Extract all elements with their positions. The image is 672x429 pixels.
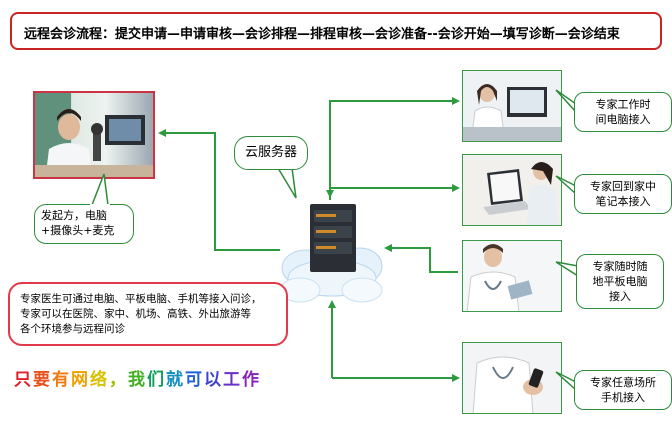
expert-at-laptop-illustration xyxy=(483,162,559,225)
slogan-char: ， xyxy=(109,370,128,390)
slogan-char: 工 xyxy=(223,370,242,390)
expert-photo-tablet xyxy=(462,240,562,312)
initiator-line-1: 发起方，电脑 xyxy=(41,209,107,222)
expert-info-line-3: 各个环境参与远程问诊 xyxy=(20,323,125,335)
arrow-expert-3 xyxy=(384,244,458,273)
expert-info-box: 专家医生可通过电脑、平板电脑、手机等接入问诊， 专家可以在医院、家中、机场、高铁… xyxy=(8,282,288,346)
expert-label-desktop: 专家工作时 间电脑接入 xyxy=(574,92,672,132)
doctor-at-camera-illustration xyxy=(35,93,153,177)
slogan-char: 有 xyxy=(52,370,71,390)
expert-photo-phone xyxy=(462,342,562,414)
expert-4-line-1: 专家任意场所 xyxy=(590,376,656,389)
slogan-char: 只 xyxy=(14,370,33,390)
cloud-server-label: 云服务器 xyxy=(234,136,308,170)
slogan-char: 作 xyxy=(242,370,261,390)
expert-label-laptop: 专家回到家中 笔记本接入 xyxy=(574,174,672,214)
arrow-initiator xyxy=(158,129,280,251)
expert-4-line-2: 手机接入 xyxy=(601,391,645,404)
slogan-char: 要 xyxy=(33,370,52,390)
expert-1-line-2: 间电脑接入 xyxy=(595,113,651,126)
initiator-callout: 发起方，电脑 +摄像头+麦克 xyxy=(34,204,134,244)
slogan: 只要有网络，我们就可以工作 xyxy=(14,365,261,390)
expert-with-phone-illustration xyxy=(472,356,544,413)
slogan-char: 们 xyxy=(147,370,166,390)
expert-photo-laptop xyxy=(462,154,562,226)
expert-3-line-3: 接入 xyxy=(609,290,631,303)
expert-1-line-1: 专家工作时 xyxy=(595,98,651,111)
page-title: 远程会诊流程：提交申请—申请审核—会诊排程—排程审核—会诊准备--会诊开始—填写… xyxy=(24,27,620,42)
slogan-char: 我 xyxy=(128,370,147,390)
expert-2-line-2: 笔记本接入 xyxy=(595,195,651,208)
slogan-char: 可 xyxy=(185,370,204,390)
slogan-char: 络 xyxy=(90,370,109,390)
expert-info-line-1: 专家医生可通过电脑、平板电脑、手机等接入问诊， xyxy=(20,293,262,305)
expert-info-line-2: 专家可以在医院、家中、机场、高铁、外出旅游等 xyxy=(20,308,251,320)
expert-label-phone: 专家任意场所 手机接入 xyxy=(574,370,672,410)
slogan-char: 网 xyxy=(71,370,90,390)
expert-with-tablet-illustration xyxy=(466,244,533,311)
slogan-char: 以 xyxy=(204,370,223,390)
expert-3-line-2: 地平板电脑 xyxy=(592,275,648,288)
initiator-photo xyxy=(33,91,155,179)
expert-photo-desktop xyxy=(462,70,562,142)
expert-2-line-1: 专家回到家中 xyxy=(590,180,656,193)
expert-3-line-1: 专家随时随 xyxy=(592,260,648,273)
expert-at-desktop-illustration xyxy=(463,84,561,141)
initiator-line-2: +摄像头+麦克 xyxy=(41,224,115,237)
slogan-char: 就 xyxy=(166,370,185,390)
title-box: 远程会诊流程：提交申请—申请审核—会诊排程—排程审核—会诊准备--会诊开始—填写… xyxy=(10,12,662,50)
expert-label-tablet: 专家随时随 地平板电脑 接入 xyxy=(576,254,664,309)
